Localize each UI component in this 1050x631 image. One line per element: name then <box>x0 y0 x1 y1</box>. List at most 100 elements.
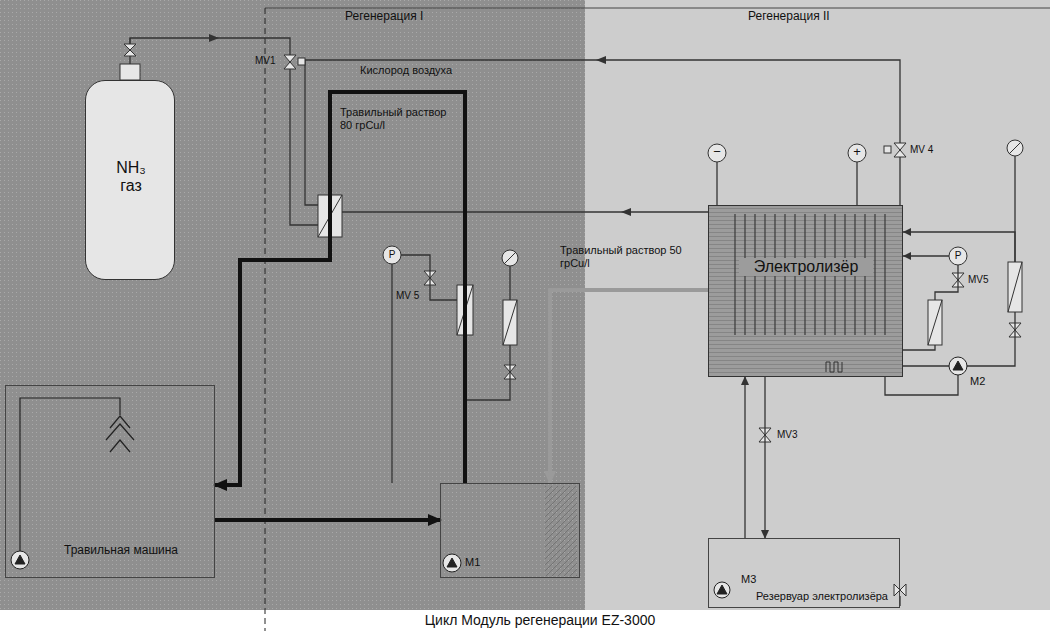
pump-symbol <box>15 555 25 564</box>
tank-hatch <box>545 486 577 576</box>
terminal-sign: − <box>711 145 723 160</box>
gauge-symbol <box>502 250 518 266</box>
pump-symbol <box>717 585 727 594</box>
node-text: NH₃ газ <box>106 159 156 196</box>
valve-symbol <box>884 146 891 153</box>
gauge-symbol <box>383 246 401 264</box>
filter-symbol <box>1008 262 1022 312</box>
filter-symbol <box>1008 262 1022 312</box>
pipe-label: Травильный раствор 50 грCu/l <box>560 244 692 269</box>
frame-line <box>265 8 266 631</box>
diagram-caption: Цикл Модуль регенерации EZ-3000 <box>370 612 710 628</box>
node-text: Регенерация II <box>748 10 888 24</box>
service-pipe <box>1014 156 1015 262</box>
electrolyzer-fill <box>708 205 903 377</box>
gauge-symbol <box>949 247 967 265</box>
spray-nozzle <box>20 398 134 551</box>
filter-symbol <box>928 300 942 345</box>
etching-machine: Травильная машина <box>5 385 215 578</box>
filter-symbol <box>503 300 517 345</box>
solution-pipe <box>215 92 465 485</box>
gauge-symbol <box>1009 142 1021 154</box>
pump-symbol <box>953 361 963 370</box>
region-ground <box>0 0 585 610</box>
cylinder-valve <box>130 38 131 44</box>
electrode-terminal <box>708 144 866 162</box>
solution-pipe <box>550 290 708 483</box>
spray-nozzle <box>20 398 120 551</box>
valve-symbol <box>894 584 906 596</box>
air-oxygen-pipe <box>305 60 900 212</box>
valve-symbol <box>284 55 1021 596</box>
electrolyzer-reservoir: M3Резервуар электролизёра <box>708 538 900 608</box>
spray-nozzle <box>106 424 134 440</box>
service-pipe <box>885 375 958 395</box>
node-text: Электролизёр <box>739 258 873 276</box>
pump-symbol <box>714 582 730 598</box>
pipe-arrow <box>209 34 631 216</box>
electrode-plates <box>734 214 735 335</box>
pump-symbol <box>447 558 457 567</box>
node-text: Регенерация I <box>345 10 475 24</box>
region-band: Регенерация II ЭлектролизёрM3Резервуар эл… <box>585 0 1050 610</box>
valve-label: MV 4 <box>910 144 944 156</box>
electrode-plates <box>874 214 875 335</box>
buffer-tank: M1 <box>440 483 580 578</box>
inlet-arrow <box>903 252 911 260</box>
service-pipe <box>465 345 510 400</box>
gauge-symbol <box>504 252 516 264</box>
flow-connector <box>764 377 765 538</box>
pump-label: M2 <box>970 375 994 388</box>
filter-symbol <box>928 300 942 345</box>
pump-symbol <box>11 357 967 598</box>
node-text: M3 <box>741 573 765 586</box>
filter-symbol <box>503 300 517 345</box>
valve-symbol <box>298 58 305 65</box>
inlet-arrow <box>903 228 911 236</box>
region-ground <box>0 0 1050 610</box>
service-pipe <box>392 156 1015 606</box>
gauge-symbol <box>383 140 1023 266</box>
region-band: Регенерация I NH₃ газТравильная машина M1 <box>0 0 585 610</box>
air-oxygen-pipe <box>305 60 900 205</box>
air-oxygen-pipe <box>342 211 708 212</box>
electrolyzer-fill <box>708 205 903 377</box>
valve-label: MV1 <box>255 55 283 67</box>
electrode-terminal <box>848 144 866 162</box>
electrode-terminal <box>708 144 726 162</box>
region-ground <box>0 0 585 610</box>
cylinder-valve <box>120 64 140 80</box>
pump-symbol <box>11 551 29 569</box>
cylinder-valve <box>124 44 136 56</box>
service-pipe <box>509 266 510 300</box>
flow-connector <box>744 377 745 538</box>
region-ground <box>585 0 1050 610</box>
pipe-arrow <box>209 34 219 42</box>
electrolyzer-fill <box>826 362 842 372</box>
electrode-plates <box>884 214 885 335</box>
frame-line <box>265 8 1050 631</box>
service-pipe <box>856 162 857 205</box>
service-pipe <box>903 345 935 350</box>
gauge-letter: P <box>386 249 398 261</box>
node-text: Резервуар электролизёра <box>747 590 897 603</box>
frame-line <box>265 8 1050 9</box>
solution-pipe <box>215 518 440 522</box>
electrolyzer: Электролизёр <box>708 205 903 377</box>
service-pipe <box>391 264 392 483</box>
cylinder-valve <box>120 38 140 80</box>
terminal-sign: + <box>851 145 863 160</box>
gas-cylinder: NH₃ газ <box>85 80 175 280</box>
valve-label: MV5 <box>968 274 1000 286</box>
valve-symbol <box>894 143 906 157</box>
electrolyzer-fill <box>708 205 903 377</box>
node-text: Травильная машина <box>36 544 206 558</box>
pump-symbol <box>949 357 967 375</box>
spray-nozzle <box>110 440 130 452</box>
service-pipe <box>935 265 958 300</box>
pipe-label: Травильный раствор 80 грCu/l <box>340 106 452 131</box>
gauge-symbol <box>1007 140 1023 156</box>
valve-symbol <box>284 55 296 69</box>
spray-nozzle <box>110 416 130 428</box>
